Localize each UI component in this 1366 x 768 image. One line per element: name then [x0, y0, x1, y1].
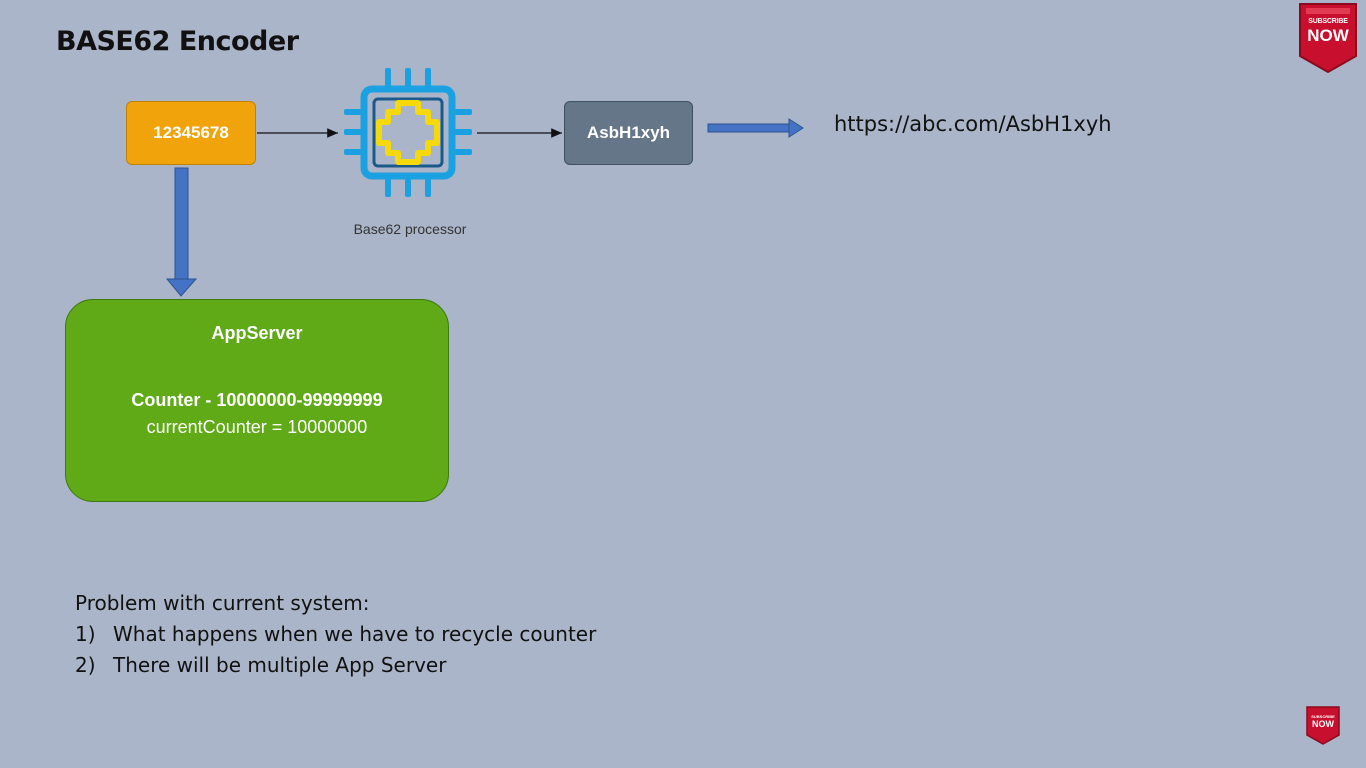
problem-number: 1): [75, 622, 96, 646]
processor-label: Base62 processor: [353, 221, 467, 237]
current-counter: currentCounter = 10000000: [146, 417, 368, 437]
badge-small-line1: SUBSCRIBE: [1311, 714, 1335, 719]
appserver-title: AppServer: [211, 323, 303, 343]
subscribe-badge-small-text[interactable]: SUBSCRIBE NOW: [1307, 715, 1339, 729]
subscribe-badge-text[interactable]: SUBSCRIBE NOW: [1300, 18, 1356, 44]
subscribe-badge-small-icon: [1306, 706, 1340, 745]
problem-list: Problem with current system: 1) What hap…: [75, 588, 596, 681]
chip-icon: [344, 68, 472, 197]
input-number-box: 12345678: [126, 101, 256, 165]
counter-range: Counter - 10000000-99999999: [131, 390, 383, 410]
arrow-input-to-appserver: [165, 167, 198, 297]
problem-text: What happens when we have to recycle cou…: [113, 622, 597, 646]
badge-line1: SUBSCRIBE: [1308, 18, 1348, 25]
page-title: BASE62 Encoder: [56, 26, 299, 57]
subscribe-badge-icon: [1299, 3, 1357, 74]
badge-line2: NOW: [1307, 26, 1349, 45]
arrow-output-to-url: [707, 118, 804, 138]
problem-number: 2): [75, 653, 96, 677]
short-url: https://abc.com/AsbH1xyh: [834, 112, 1112, 136]
encoded-output-box: AsbH1xyh: [564, 101, 693, 165]
badge-small-line2: NOW: [1312, 719, 1334, 729]
problem-text: There will be multiple App Server: [113, 653, 447, 677]
problem-item: 2) There will be multiple App Server: [75, 650, 596, 681]
problem-heading: Problem with current system:: [75, 591, 370, 615]
problem-item: 1) What happens when we have to recycle …: [75, 619, 596, 650]
appserver-box: AppServer Counter - 10000000-99999999 cu…: [65, 299, 449, 502]
